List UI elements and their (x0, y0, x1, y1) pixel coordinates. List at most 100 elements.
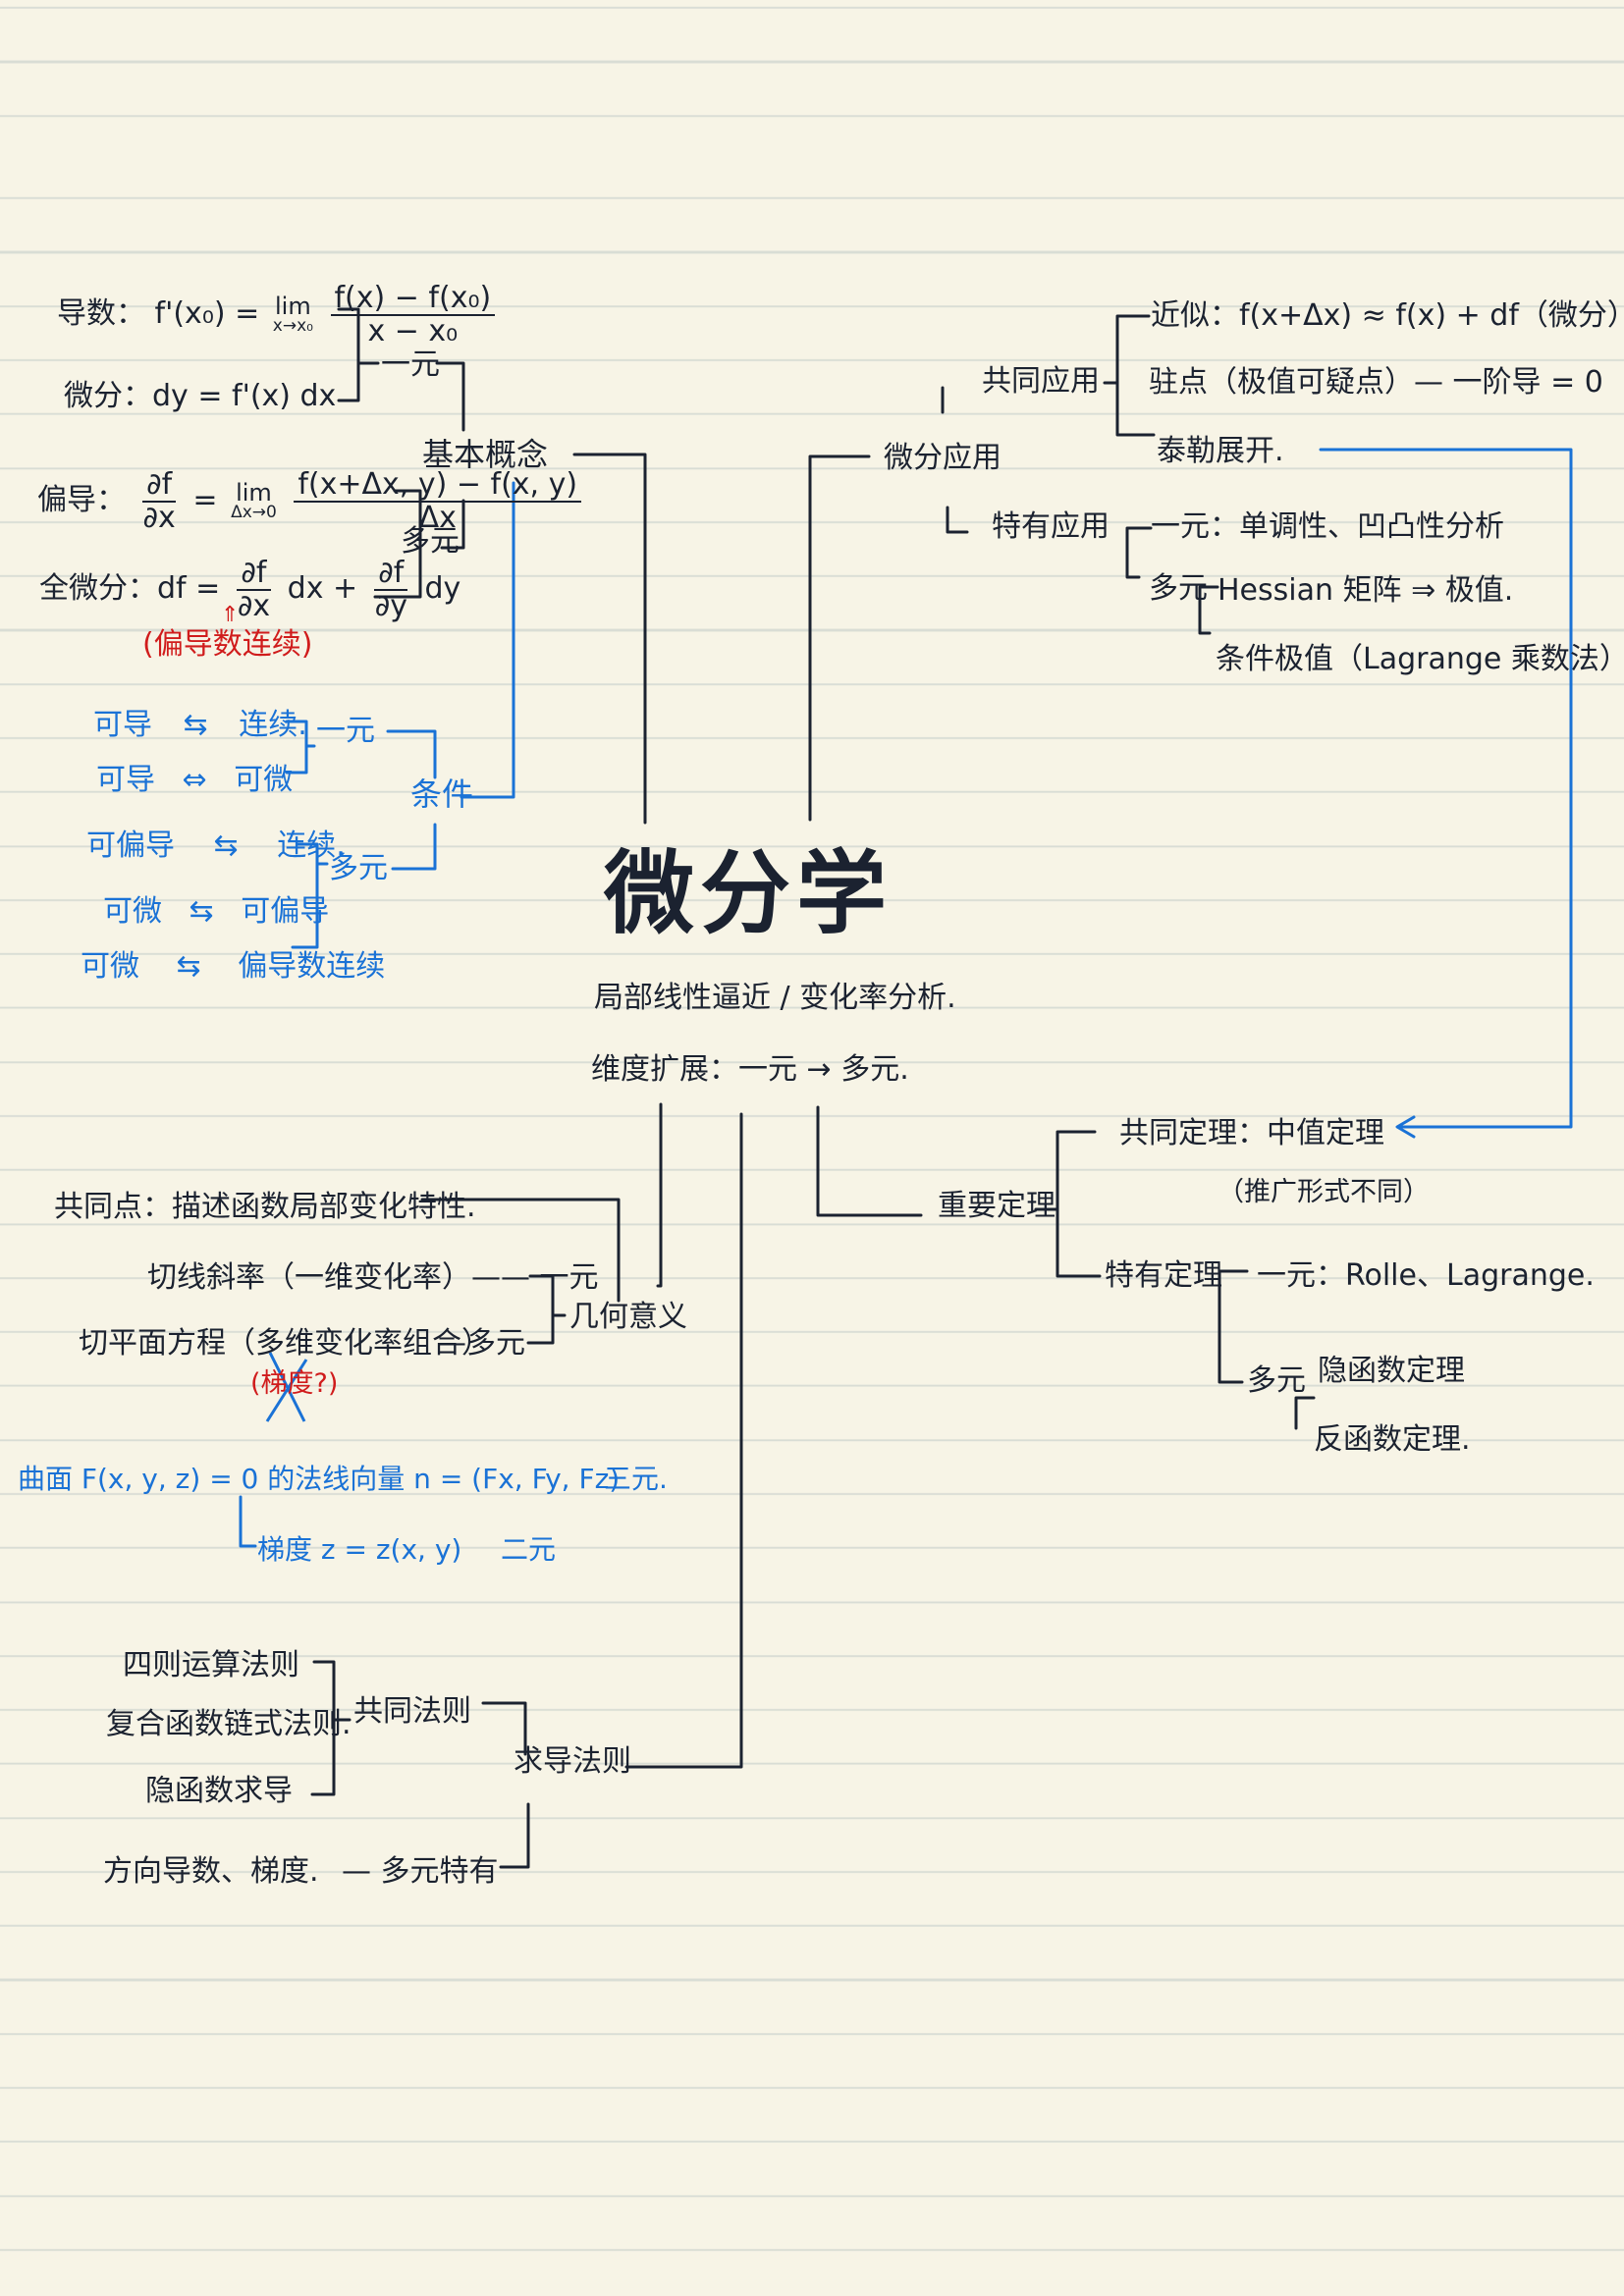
equals-sign: = (192, 483, 218, 517)
theorems-special-label: 特有定理 (1105, 1258, 1222, 1293)
rules-special: 方向导数、梯度. (103, 1854, 319, 1889)
rules-label: 求导法则 (514, 1744, 631, 1779)
bracket-surface (239, 1495, 257, 1548)
condition-right: 可偏导 (241, 894, 330, 929)
limit-subscript: x→x₀ (272, 316, 313, 336)
rule-item-1: 四则运算法则 (123, 1648, 299, 1682)
fraction-denominator: ∂x (237, 588, 271, 623)
rules-common-label: 共同法则 (353, 1694, 471, 1729)
line-special-to-rules (499, 1802, 530, 1869)
bracket-app-common (1115, 314, 1156, 437)
fraction-numerator: f(x) − f(x₀) (330, 283, 496, 316)
condition-row-3: 可偏导 ⇆ 连续. (86, 829, 346, 862)
bracket-theorems-special (1218, 1269, 1249, 1384)
line-common-to-geometric (420, 1198, 621, 1303)
bracket-partial (373, 489, 422, 599)
line-taylor-to-mvt (1319, 448, 1573, 1129)
line-applications-to-center (808, 454, 871, 822)
app-special-one: 一元：单调性、凹凸性分析 (1151, 509, 1504, 544)
condition-left: 可导 (96, 763, 155, 797)
total-diff-tail: dy (424, 571, 461, 606)
bracket-app-special (1125, 526, 1153, 579)
bidirectional-arrow-icon: ⇆ (189, 894, 214, 929)
condition-left: 可微 (81, 949, 139, 984)
bidirectional-arrow-icon: ⇆ (213, 828, 239, 863)
condition-right: 连续. (277, 828, 346, 863)
condition-row-2: 可导 ⇔ 可微 (96, 764, 293, 796)
gradient-note: (梯度?) (250, 1368, 339, 1399)
line-rules-to-center (624, 1112, 743, 1769)
theorem-one-var: 一元：Rolle、Lagrange. (1257, 1258, 1595, 1293)
multi-var-label: 多元 (401, 524, 460, 559)
bracket-theorems (1056, 1130, 1102, 1278)
theorem-multi-var: 多元 (1247, 1363, 1306, 1398)
bracket-hessian (1198, 585, 1219, 635)
limit-word: lim (236, 479, 272, 507)
conditions-one-var: 一元 (316, 714, 375, 748)
applications-common-label: 共同应用 (982, 364, 1100, 399)
strike-gradient-note (265, 1352, 308, 1422)
total-diff-term-x: ∂f ∂x (234, 558, 274, 621)
derivative-definition: 导数： f'(x₀) = lim x→x₀ f(x) − f(x₀) x − x… (57, 283, 499, 347)
derivative-label: 导数： (57, 296, 145, 331)
conditions-multi-var: 多元 (329, 851, 388, 885)
fraction-denominator: Δx (418, 500, 457, 535)
center-subtitle-1: 局部线性逼近 / 变化率分析. (594, 981, 956, 1015)
up-arrow-icon: ⇑ (221, 603, 240, 627)
derivative-lhs: f'(x₀) = (154, 296, 260, 331)
condition-row-1: 可导 ⇆ 连续. (93, 709, 307, 741)
gradient-tag: 二元 (501, 1533, 557, 1566)
rules-special-tag: — 多元特有 (342, 1854, 499, 1889)
total-diff-mid: dx + (287, 571, 358, 606)
app-common-item-3: 泰勒展开. (1157, 434, 1284, 468)
basic-concepts-label: 基本概念 (422, 436, 549, 473)
differential-definition: 微分：dy = f'(x) dx (64, 379, 337, 413)
fraction-numerator: ∂f (237, 558, 271, 591)
line-geometric-to-center (656, 1102, 663, 1288)
geometric-common: 共同点：描述函数局部变化特性. (54, 1190, 476, 1224)
partial-lhs: ∂f ∂x (139, 469, 180, 533)
theorem-common: 共同定理：中值定理 (1119, 1116, 1384, 1150)
condition-right: 偏导数连续 (238, 949, 386, 984)
bracket-cond-multi (291, 842, 319, 949)
rule-item-2: 复合函数链式法则. (106, 1707, 352, 1741)
app-multi-item-1: Hessian 矩阵 ⇒ 极值. (1218, 573, 1514, 608)
derivative-limit: lim x→x₀ (273, 294, 313, 335)
line-multivar-to-basic (440, 499, 465, 550)
limit-word: lim (275, 293, 311, 320)
gradient-definition: 梯度 z = z(x, y) (257, 1533, 462, 1566)
partial-continuous-note: (偏导数连续) (142, 627, 313, 662)
total-differential-label: 全微分：df = (39, 571, 221, 606)
condition-row-4: 可微 ⇆ 可偏导 (103, 895, 329, 928)
geometric-label: 几何意义 (569, 1300, 687, 1334)
center-title: 微分学 (604, 841, 893, 946)
app-multi-item-2: 条件极值（Lagrange 乘数法）. (1216, 642, 1624, 676)
center-subtitle-2: 维度扩展：一元 → 多元. (591, 1052, 909, 1087)
total-diff-term-y: ∂f ∂y (371, 558, 411, 621)
fraction-numerator: ∂f (374, 558, 408, 591)
fraction-numerator: ∂f (142, 469, 177, 503)
fraction-denominator: ∂y (374, 588, 407, 623)
bracket-derivative (337, 307, 360, 402)
condition-left: 可微 (103, 894, 162, 929)
total-differential: 全微分：df = ∂f ∂x dx + ∂f ∂y dy (39, 558, 460, 621)
limit-subscript: Δx→0 (231, 503, 277, 522)
bracket-rules-common (310, 1660, 336, 1796)
tangent-plane-multi: —多元 (437, 1326, 525, 1361)
app-common-item-1: 近似：f(x+Δx) ≈ f(x) + df（微分） (1151, 298, 1624, 333)
tangent-plane: 切平面方程（多维变化率组合） (79, 1326, 491, 1361)
line-cond-one-to-label (386, 729, 437, 779)
partial-label: 偏导： (37, 483, 126, 517)
app-common-item-2: 驻点（极值可疑点）— 一阶导 = 0 (1149, 365, 1603, 400)
one-var-label: 一元 (381, 347, 440, 382)
line-onevar-to-basic (435, 361, 465, 432)
derivative-fraction: f(x) − f(x₀) x − x₀ (330, 283, 496, 347)
line-common-to-rules (481, 1701, 527, 1756)
app-special-multi: 多元 (1149, 571, 1208, 606)
iff-arrow-icon: ⇔ (182, 763, 207, 797)
theorems-label: 重要定理 (938, 1189, 1056, 1223)
bracket-theorems-multi (1294, 1396, 1316, 1430)
fraction-numerator: f(x+Δx, y) − f(x, y) (294, 469, 582, 503)
